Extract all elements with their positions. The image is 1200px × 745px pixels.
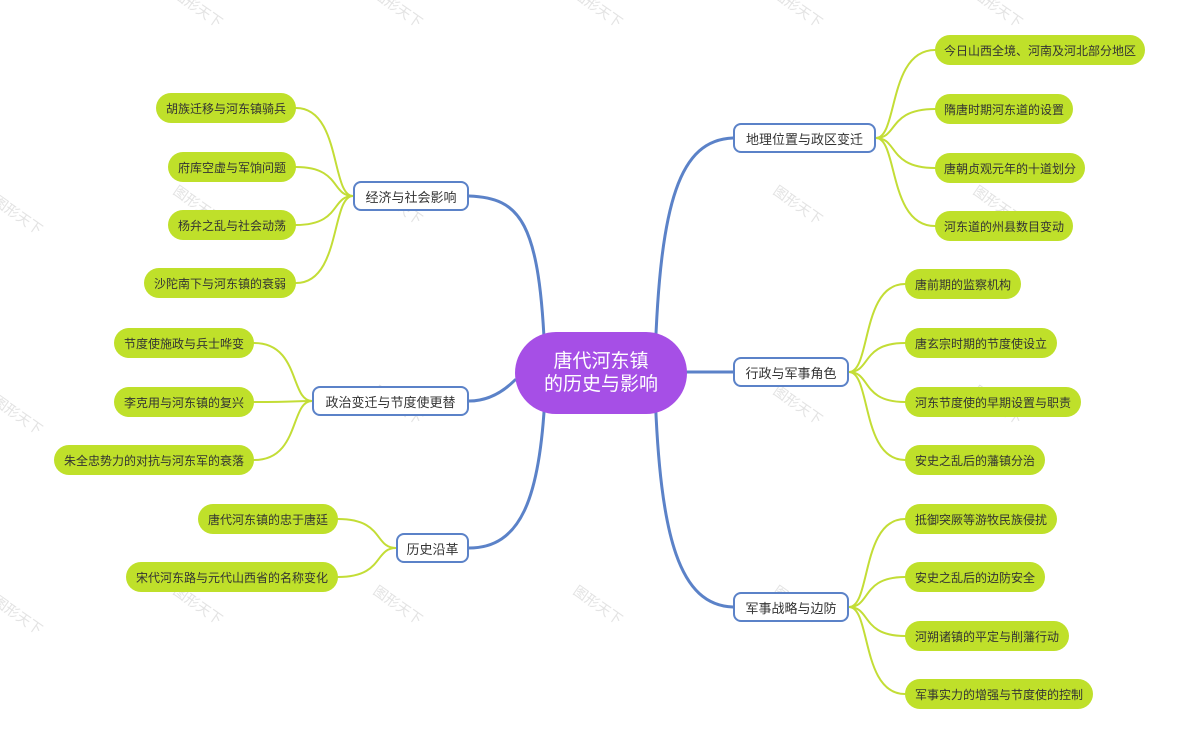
leaf-node[interactable]: 唐朝贞观元年的十道划分 [935, 153, 1085, 183]
connector-line [848, 371, 906, 461]
connector-line [848, 576, 906, 608]
branch-economy-society[interactable]: 经济与社会影响 [353, 181, 469, 211]
connector-line [848, 342, 906, 373]
leaf-node[interactable]: 唐代河东镇的忠于唐廷 [198, 504, 338, 534]
central-topic-line1: 唐代河东镇 [553, 350, 649, 372]
connector-line [848, 606, 906, 695]
leaf-node[interactable]: 宋代河东路与元代山西省的名称变化 [126, 562, 338, 592]
leaf-node[interactable]: 李克用与河东镇的复兴 [114, 387, 254, 417]
central-topic[interactable]: 唐代河东镇 的历史与影响 [515, 332, 687, 414]
connector-line [467, 194, 547, 362]
branch-military[interactable]: 军事战略与边防 [733, 592, 849, 622]
connector-line [253, 342, 313, 402]
connector-line [875, 137, 936, 169]
leaf-node[interactable]: 杨弁之乱与社会动荡 [168, 210, 296, 240]
connector-line [337, 547, 397, 578]
connector-line [875, 108, 936, 139]
leaf-node[interactable]: 河朔诸镇的平定与削藩行动 [905, 621, 1069, 651]
connector-line [653, 388, 735, 609]
leaf-node[interactable]: 府库空虚与军饷问题 [168, 152, 296, 182]
connector-line [848, 371, 906, 403]
leaf-node[interactable]: 沙陀南下与河东镇的衰弱 [144, 268, 296, 298]
connector-line [848, 518, 906, 608]
connector-line [653, 136, 735, 362]
connector-line [253, 400, 313, 403]
leaf-node[interactable]: 节度使施政与兵士哗变 [114, 328, 254, 358]
connector-line [467, 378, 517, 403]
leaf-node[interactable]: 抵御突厥等游牧民族侵扰 [905, 504, 1057, 534]
central-topic-line2: 的历史与影响 [543, 373, 658, 395]
branch-geography[interactable]: 地理位置与政区变迁 [733, 123, 876, 153]
connector-line [875, 49, 936, 139]
connector-line [295, 166, 354, 197]
connector-line [295, 107, 354, 197]
connector-line [848, 283, 906, 373]
leaf-node[interactable]: 安史之乱后的边防安全 [905, 562, 1045, 592]
leaf-node[interactable]: 河东节度使的早期设置与职责 [905, 387, 1081, 417]
leaf-node[interactable]: 今日山西全境、河南及河北部分地区 [935, 35, 1145, 65]
connector-line [295, 195, 354, 226]
connector-line [253, 400, 313, 461]
leaf-node[interactable]: 唐前期的监察机构 [905, 269, 1021, 299]
connector-line [467, 393, 547, 550]
connector-line [295, 195, 354, 284]
leaf-node[interactable]: 军事实力的增强与节度使的控制 [905, 679, 1093, 709]
connector-line [848, 606, 906, 637]
connector-line [337, 518, 397, 549]
leaf-node[interactable]: 朱全忠势力的对抗与河东军的衰落 [54, 445, 254, 475]
connector-line [875, 137, 936, 227]
branch-administration[interactable]: 行政与军事角色 [733, 357, 849, 387]
leaf-node[interactable]: 隋唐时期河东道的设置 [935, 94, 1073, 124]
leaf-node[interactable]: 胡族迁移与河东镇骑兵 [156, 93, 296, 123]
branch-history[interactable]: 历史沿革 [396, 533, 469, 563]
leaf-node[interactable]: 安史之乱后的藩镇分治 [905, 445, 1045, 475]
leaf-node[interactable]: 唐玄宗时期的节度使设立 [905, 328, 1057, 358]
branch-politics[interactable]: 政治变迁与节度使更替 [312, 386, 469, 416]
leaf-node[interactable]: 河东道的州县数目变动 [935, 211, 1073, 241]
